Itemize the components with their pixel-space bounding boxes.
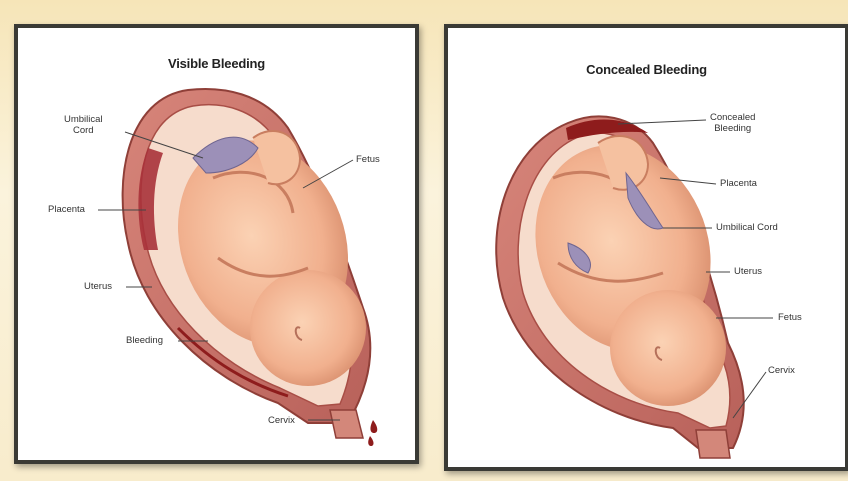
umbilical-cord-label: Umbilical Cord <box>64 114 103 136</box>
fetus-label: Fetus <box>356 154 380 165</box>
umbilical-cord-label: Umbilical Cord <box>716 222 778 233</box>
uterus-illustration <box>448 28 845 467</box>
uterus-label: Uterus <box>734 266 762 277</box>
panel-title: Concealed Bleeding <box>448 62 845 77</box>
concealed-bleeding-panel: Concealed Bleeding Concealed Bleeding Pl… <box>444 24 848 471</box>
cervix-label: Cervix <box>768 365 795 376</box>
uterus-label: Uterus <box>84 281 112 292</box>
visible-bleeding-panel: Visible Bleeding Umbilical Cord Fetus Pl… <box>14 24 419 464</box>
placenta-label: Placenta <box>720 178 757 189</box>
blood-drop-icon <box>368 420 377 446</box>
placenta-label: Placenta <box>48 204 85 215</box>
bleeding-label: Bleeding <box>126 335 163 346</box>
fetus-label: Fetus <box>778 312 802 323</box>
panel-title: Visible Bleeding <box>18 56 415 71</box>
cervix-label: Cervix <box>268 415 295 426</box>
concealed-bleeding-label: Concealed Bleeding <box>710 112 755 134</box>
uterus-illustration <box>18 28 415 460</box>
